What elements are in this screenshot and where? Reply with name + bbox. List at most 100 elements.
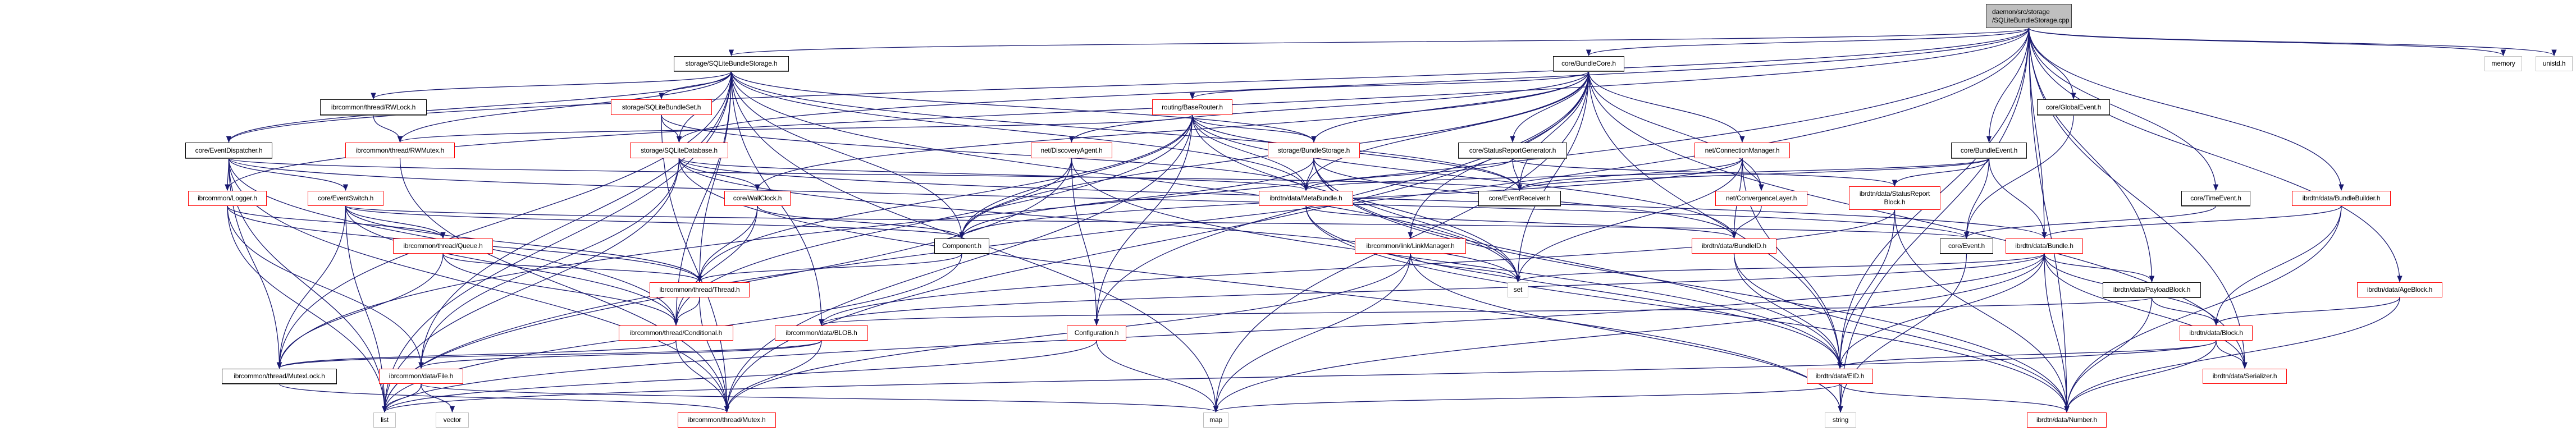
edge-eventswitch-h-to-mutexlock-h (276, 205, 346, 369)
graph-node-block-h[interactable]: ibrdtn/data/Block.h (2180, 325, 2253, 341)
graph-node-timeevent-h[interactable]: core/TimeEvent.h (2181, 191, 2250, 206)
edge-metabundle-h-to-bundleid-h (1305, 205, 1737, 239)
edge-bundle-h-to-number-h (2044, 253, 2070, 413)
graph-node-unistd-h: unistd.h (2536, 56, 2573, 71)
edge-sqlitebundleset-h-to-metabundle-h (661, 114, 1309, 191)
edge-sqlitebundlestorage-h-to-conditional-h (673, 71, 732, 326)
graph-node-logger-h[interactable]: ibrcommon/Logger.h (188, 191, 267, 206)
graph-node-rwlock-h[interactable]: ibrcommon/thread/RWLock.h (320, 99, 427, 115)
edge-sqlitedatabase-h-to-metabundle-h (678, 158, 1309, 191)
edge-eventswitch-h-to-thread-h (345, 205, 702, 283)
graph-node-sqlitebundleset-h[interactable]: storage/SQLiteBundleSet.h (611, 99, 712, 115)
edge-bundlecore-h-to-statusreportgenerator-h (1510, 71, 1590, 143)
edge-payloadblock-h-to-block-h (2151, 297, 2219, 326)
edge-bundlecore-h-to-serializer-h (1588, 71, 2248, 369)
edge-file-h-to-list (382, 383, 422, 413)
edge-bundlecore-h-to-bundlestorage-h (1311, 71, 1590, 143)
edge-thread-h-to-conditional-h (673, 297, 700, 326)
graph-node-sqlitebundlestorage-h[interactable]: storage/SQLiteBundleStorage.h (674, 56, 789, 71)
graph-node-wallclock-h[interactable]: core/WallClock.h (724, 191, 791, 206)
graph-node-string: string (1825, 412, 1856, 428)
edge-discoveryagent-h-to-component-h (959, 158, 1072, 239)
graph-node-statusreportblock-h[interactable]: ibrdtn/data/StatusReport Block.h (1849, 186, 1940, 210)
graph-node-memory: memory (2484, 56, 2522, 71)
edge-eventdispatcher-h-to-eventswitch-h (228, 158, 349, 191)
edge-bundlecore-h-to-discoveryagent-h (1068, 71, 1590, 143)
edge-baserouter-h-to-bundleid-h (1191, 114, 1737, 239)
graph-node-mutexlock-h[interactable]: ibrcommon/thread/MutexLock.h (222, 369, 337, 384)
graph-node-eid-h[interactable]: ibrdtn/data/EID.h (1807, 369, 1873, 384)
graph-node-linkmanager-h[interactable]: ibrcommon/link/LinkManager.h (1355, 239, 1466, 254)
edge-bundlecore-h-to-eventreceiver-h (1517, 71, 1590, 191)
edge-eventdispatcher-h-to-eventreceiver-h (228, 158, 1522, 191)
graph-node-bundle-h[interactable]: ibrdtn/data/Bundle.h (2006, 239, 2083, 254)
edge-ageblock-h-to-block-h (2213, 297, 2400, 326)
edge-root-to-logger-h (225, 27, 2030, 191)
edge-wallclock-h-to-component-h (757, 205, 965, 239)
graph-node-bundlestorage-h[interactable]: storage/BundleStorage.h (1268, 143, 1360, 158)
edge-bundle-h-to-payloadblock-h (2044, 253, 2155, 283)
graph-node-sqlitedatabase-h[interactable]: storage/SQLiteDatabase.h (630, 143, 728, 158)
graph-node-blob-h[interactable]: ibrcommon/data/BLOB.h (775, 325, 868, 341)
edge-statusreportgenerator-h-to-statusreportblock-h (1512, 158, 1897, 187)
edge-discoveryagent-h-to-configuration-h (1071, 158, 1099, 326)
graph-node-payloadblock-h[interactable]: ibrdtn/data/PayloadBlock.h (2103, 282, 2201, 297)
edge-root-to-list (382, 27, 2030, 413)
graph-node-globalevent-h[interactable]: core/GlobalEvent.h (2037, 99, 2110, 115)
graph-node-component-h[interactable]: Component.h (934, 239, 989, 254)
graph-node-number-h[interactable]: ibrdtn/data/Number.h (2027, 412, 2107, 428)
edge-bundlecore-h-to-metabundle-h (1303, 71, 1590, 191)
graph-node-discoveryagent-h[interactable]: net/DiscoveryAgent.h (1031, 143, 1112, 158)
graph-node-eventswitch-h[interactable]: core/EventSwitch.h (308, 191, 383, 206)
graph-node-metabundle-h[interactable]: ibrdtn/data/MetaBundle.h (1259, 191, 1353, 206)
edge-eventswitch-h-to-queue-h (345, 205, 446, 239)
edge-bundlecore-h-to-convergencelayer-h (1588, 71, 1764, 191)
edge-bundle-h-to-map (1213, 253, 2045, 413)
graph-node-connectionmanager-h[interactable]: net/ConnectionManager.h (1695, 143, 1790, 158)
graph-node-bundleevent-h[interactable]: core/BundleEvent.h (1951, 143, 2027, 158)
graph-node-statusreportgenerator-h[interactable]: core/StatusReportGenerator.h (1458, 143, 1567, 158)
graph-node-serializer-h[interactable]: ibrdtn/data/Serializer.h (2203, 369, 2287, 384)
graph-node-vector: vector (436, 412, 469, 428)
graph-node-event-h[interactable]: core/Event.h (1940, 239, 1993, 254)
graph-node-eventdispatcher-h[interactable]: core/EventDispatcher.h (185, 143, 272, 158)
edge-baserouter-h-to-bundlestorage-h (1191, 114, 1317, 143)
graph-node-bundlebuilder-h[interactable]: ibrdtn/data/BundleBuilder.h (2292, 191, 2391, 206)
graph-node-ageblock-h[interactable]: ibrdtn/data/AgeBlock.h (2357, 282, 2442, 297)
edge-logger-h-to-file-h (227, 205, 424, 369)
graph-node-mutex-h[interactable]: ibrcommon/thread/Mutex.h (678, 412, 776, 428)
edge-baserouter-h-to-thread-h (697, 114, 1193, 283)
edge-baserouter-h-to-metabundle-h (1191, 114, 1309, 191)
edge-root-to-unistd-h (2028, 27, 2557, 57)
edge-root-to-mutexlock-h (276, 27, 2030, 369)
edge-globalevent-h-to-event-h (1963, 114, 2074, 239)
edge-root-to-bundlecore-h (1586, 27, 2030, 57)
edge-file-h-to-vector (421, 383, 455, 413)
graph-node-eventreceiver-h[interactable]: core/EventReceiver.h (1478, 191, 1561, 206)
edge-timeevent-h-to-event-h (1963, 205, 2217, 239)
graph-node-baserouter-h[interactable]: routing/BaseRouter.h (1152, 99, 1232, 115)
graph-node-bundleid-h[interactable]: ibrdtn/data/BundleID.h (1692, 239, 1776, 254)
edge-eventswitch-h-to-conditional-h (345, 205, 679, 326)
edge-logger-h-to-queue-h (227, 205, 446, 239)
graph-node-rwmutex-h[interactable]: ibrcommon/thread/RWMutex.h (345, 143, 455, 158)
edge-bundle-h-to-blob-h (819, 253, 2045, 326)
graph-node-configuration-h[interactable]: Configuration.h (1067, 325, 1126, 341)
edge-conditional-h-to-mutex-h (675, 340, 730, 413)
edge-eventdispatcher-h-to-event-h (228, 158, 1969, 239)
edge-connectionmanager-h-to-eventreceiver-h (1517, 158, 1743, 191)
graph-node-queue-h[interactable]: ibrcommon/thread/Queue.h (393, 239, 493, 254)
edge-connectionmanager-h-to-eid-h (1742, 158, 1843, 369)
graph-node-thread-h[interactable]: ibrcommon/thread/Thread.h (650, 282, 750, 297)
edge-root-to-eventdispatcher-h (226, 27, 2030, 143)
graph-node-conditional-h[interactable]: ibrcommon/thread/Conditional.h (619, 325, 733, 341)
graph-node-bundlecore-h[interactable]: core/BundleCore.h (1553, 56, 1624, 71)
graph-node-file-h[interactable]: ibrcommon/data/File.h (379, 369, 463, 384)
graph-node-root[interactable]: daemon/src/storage /SQLiteBundleStorage.… (1986, 4, 2072, 28)
graph-node-convergencelayer-h[interactable]: net/ConvergenceLayer.h (1715, 191, 1807, 206)
edge-bundlestorage-h-to-number-h (1313, 158, 2070, 413)
edge-linkmanager-h-to-set (1410, 253, 1521, 283)
edge-bundleevent-h-to-metabundle-h (1303, 158, 1990, 191)
